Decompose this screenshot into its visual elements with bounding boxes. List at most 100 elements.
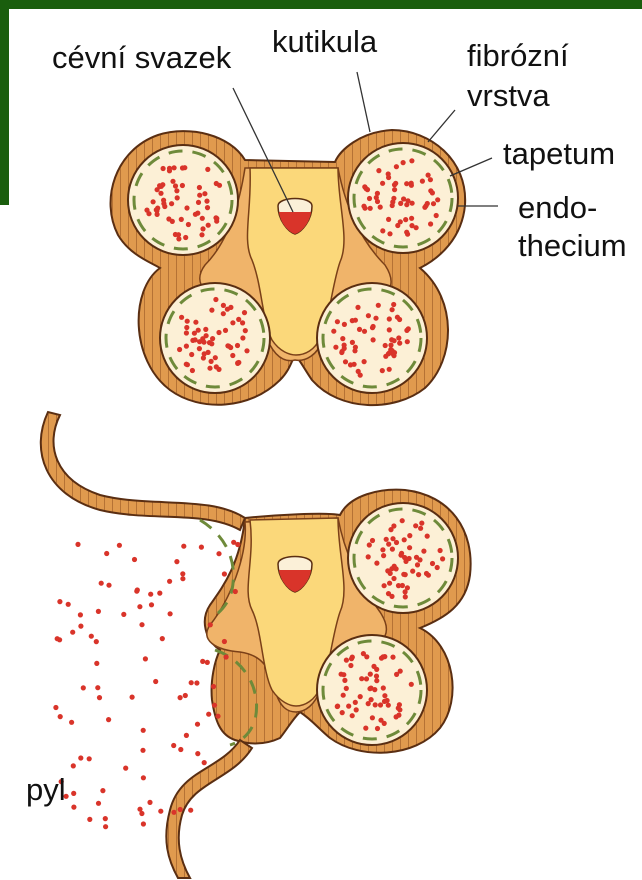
pollen-grain (193, 212, 198, 217)
pollen-grain (104, 551, 109, 556)
pollen-grain (205, 167, 210, 172)
pollen-grain (155, 206, 160, 211)
pollen-grain (185, 319, 190, 324)
pollen-grain (409, 181, 414, 186)
pollen-grain (366, 554, 371, 559)
label-fibrous-line-1: fibrózní (467, 38, 569, 74)
pollen-grain (103, 824, 108, 829)
pollen-grain (368, 672, 373, 677)
pollen-grain (55, 636, 60, 641)
pollen-grain (362, 329, 367, 334)
pollen-grain (103, 816, 108, 821)
pollen-grain (403, 217, 408, 222)
pollen-grain (205, 205, 210, 210)
pollen-grain (398, 219, 403, 224)
pollen-grain (199, 545, 204, 550)
pollen-grain (333, 345, 338, 350)
pollen-grain (366, 313, 371, 318)
pollen-grain (363, 726, 368, 731)
pollen-grain (240, 335, 245, 340)
leader-fibrous-layer (428, 110, 455, 142)
wall-flap-upper (41, 412, 245, 530)
pollen-grain (207, 366, 212, 371)
pollen-grain (196, 328, 201, 333)
pollen-grain (195, 722, 200, 727)
pollen-grain (189, 352, 194, 357)
pollen-grain (186, 222, 191, 227)
pollen-grain (435, 197, 440, 202)
pollen-grain (435, 565, 440, 570)
pollen-grain (202, 760, 207, 765)
pollen-grain (348, 663, 353, 668)
pollen-grain (197, 346, 202, 351)
pollen-grain (335, 319, 340, 324)
pollen-grain (100, 788, 105, 793)
pollen-grain (170, 219, 175, 224)
pollen-grain (189, 680, 194, 685)
pollen-grain (364, 676, 369, 681)
pollen-grain (404, 230, 409, 235)
pollen-grain (344, 658, 349, 663)
pollen-grain (440, 556, 445, 561)
pollen-grain (331, 329, 336, 334)
pollen-grain (407, 533, 412, 538)
pollen-grain (394, 164, 399, 169)
pollen-grain (216, 551, 221, 556)
pollen-grain (180, 165, 185, 170)
pollen-grain (149, 602, 154, 607)
pollen-grain (378, 718, 383, 723)
pollen-grain (341, 693, 346, 698)
label-endothecium-line-2: thecium (518, 228, 627, 264)
pollen-grain (153, 679, 158, 684)
pollen-grain (95, 685, 100, 690)
pollen-grain (366, 701, 371, 706)
pollen-grain (425, 201, 430, 206)
pollen-grain (382, 699, 387, 704)
pollen-grain (161, 201, 166, 206)
pollen-grain (243, 328, 248, 333)
pollen-grain (382, 693, 387, 698)
pollen-grain (349, 656, 354, 661)
pollen-grain (428, 177, 433, 182)
pollen-grain (197, 185, 202, 190)
pollen-grain (244, 348, 249, 353)
pollen-grain (233, 589, 238, 594)
pollen-grain (180, 576, 185, 581)
pollen-grain (184, 325, 189, 330)
pollen-grain (204, 199, 209, 204)
pollen-grain (177, 347, 182, 352)
pollen-grain (418, 526, 423, 531)
pollen-grain (169, 201, 174, 206)
pollen-grain (223, 328, 228, 333)
pollen-grain (193, 320, 198, 325)
pollen-grain (117, 543, 122, 548)
pollen-grain (397, 341, 402, 346)
pollen-grain (96, 801, 101, 806)
pollen-grain (173, 183, 178, 188)
pollen-grain (170, 179, 175, 184)
pollen-grain (396, 335, 401, 340)
pollen-grain (180, 183, 185, 188)
pollen-grain (171, 743, 176, 748)
pollen-grain (66, 602, 71, 607)
pollen-grain (339, 350, 344, 355)
pollen-grain (405, 585, 410, 590)
pollen-grain (387, 581, 392, 586)
pollen-grain (343, 359, 348, 364)
pollen-grain (340, 710, 345, 715)
pollen-grain (206, 350, 211, 355)
pollen-grain (380, 228, 385, 233)
pollen-grain (214, 219, 219, 224)
pollen-grain (426, 573, 431, 578)
pollen-grain (371, 664, 376, 669)
pollen-grain (402, 555, 407, 560)
label-tapetum: tapetum (503, 136, 615, 172)
pollen-grain (195, 751, 200, 756)
pollen-grain (240, 320, 245, 325)
pollen-grain (176, 236, 181, 241)
pollen-grain (389, 337, 394, 342)
pollen-grain (378, 702, 383, 707)
pollen-grain (414, 225, 419, 230)
pollen-grain (132, 557, 137, 562)
pollen-grain (167, 166, 172, 171)
